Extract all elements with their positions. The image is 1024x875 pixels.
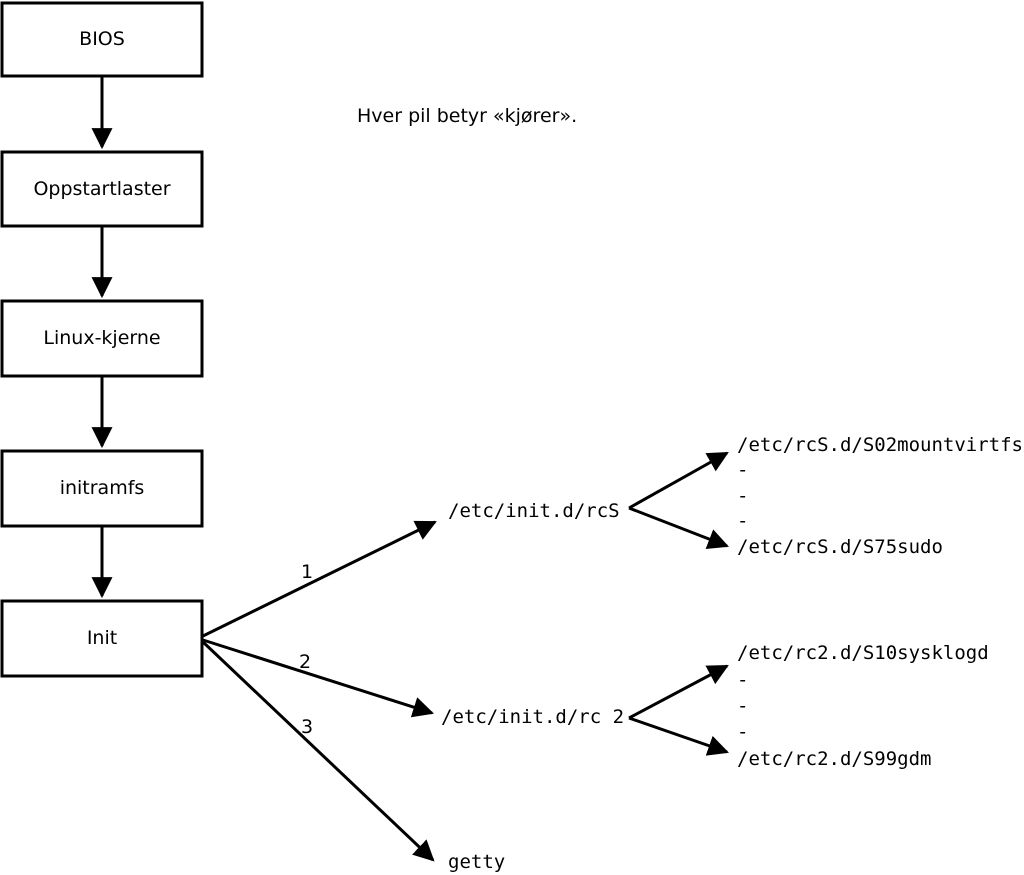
label-etc-init-d-rcs: /etc/init.d/rcS bbox=[448, 500, 620, 522]
arrow-rc2-to-last-script-icon bbox=[628, 716, 729, 756]
arrow-init-to-getty-icon bbox=[201, 640, 435, 862]
node-bios-label: BIOS bbox=[79, 28, 125, 50]
arrow-rcs-to-first-script-icon bbox=[628, 451, 729, 510]
rc2-script-item-1: - bbox=[737, 669, 748, 691]
node-bios-box bbox=[0, 1, 204, 78]
arrow-meaning-note: Hver pil betyr «kjører». bbox=[357, 105, 577, 127]
arrow-init-to-rc2-icon bbox=[202, 638, 435, 718]
node-oppstartlaster: Oppstartlaster bbox=[0, 150, 204, 228]
label-etc-init-d-rc2: /etc/init.d/rc 2 bbox=[441, 706, 624, 728]
arrow-order-label-2: 2 bbox=[299, 651, 311, 673]
rcs-script-item-2: - bbox=[737, 485, 748, 507]
node-init: Init bbox=[0, 599, 204, 678]
node-oppstartlaster-label: Oppstartlaster bbox=[33, 178, 170, 200]
rcs-script-item-3: - bbox=[737, 510, 748, 532]
rcs-script-item-4: /etc/rcS.d/S75sudo bbox=[737, 536, 943, 558]
rc2-script-item-4: /etc/rc2.d/S99gdm bbox=[737, 748, 931, 770]
node-bios: BIOS bbox=[0, 1, 204, 78]
node-oppstartlaster-box bbox=[0, 150, 204, 228]
arrow-order-label-1: 1 bbox=[301, 561, 313, 583]
arrow-rcs-to-last-script-icon bbox=[628, 506, 729, 549]
rc2-script-item-0: /etc/rc2.d/S10sysklogd bbox=[737, 642, 989, 664]
node-initramfs-label: initramfs bbox=[60, 477, 145, 499]
node-linux-kjerne-box bbox=[0, 299, 204, 378]
label-getty: getty bbox=[448, 851, 505, 873]
rcs-script-item-1: - bbox=[737, 459, 748, 481]
arrow-init-to-rcs-icon bbox=[202, 520, 437, 638]
rc2-script-item-2: - bbox=[737, 695, 748, 717]
node-linux-kjerne: Linux-kjerne bbox=[0, 299, 204, 378]
node-init-label: Init bbox=[87, 627, 117, 649]
arrow-rc2-to-first-script-icon bbox=[628, 664, 729, 720]
rcs-script-item-0: /etc/rcS.d/S02mountvirtfs bbox=[737, 434, 1023, 456]
node-init-box bbox=[0, 599, 204, 678]
node-initramfs: initramfs bbox=[0, 449, 204, 528]
node-initramfs-box bbox=[0, 449, 204, 528]
rc2-script-item-3: - bbox=[737, 721, 748, 743]
arrow-order-label-3: 3 bbox=[301, 716, 313, 738]
node-linux-kjerne-label: Linux-kjerne bbox=[43, 327, 160, 349]
